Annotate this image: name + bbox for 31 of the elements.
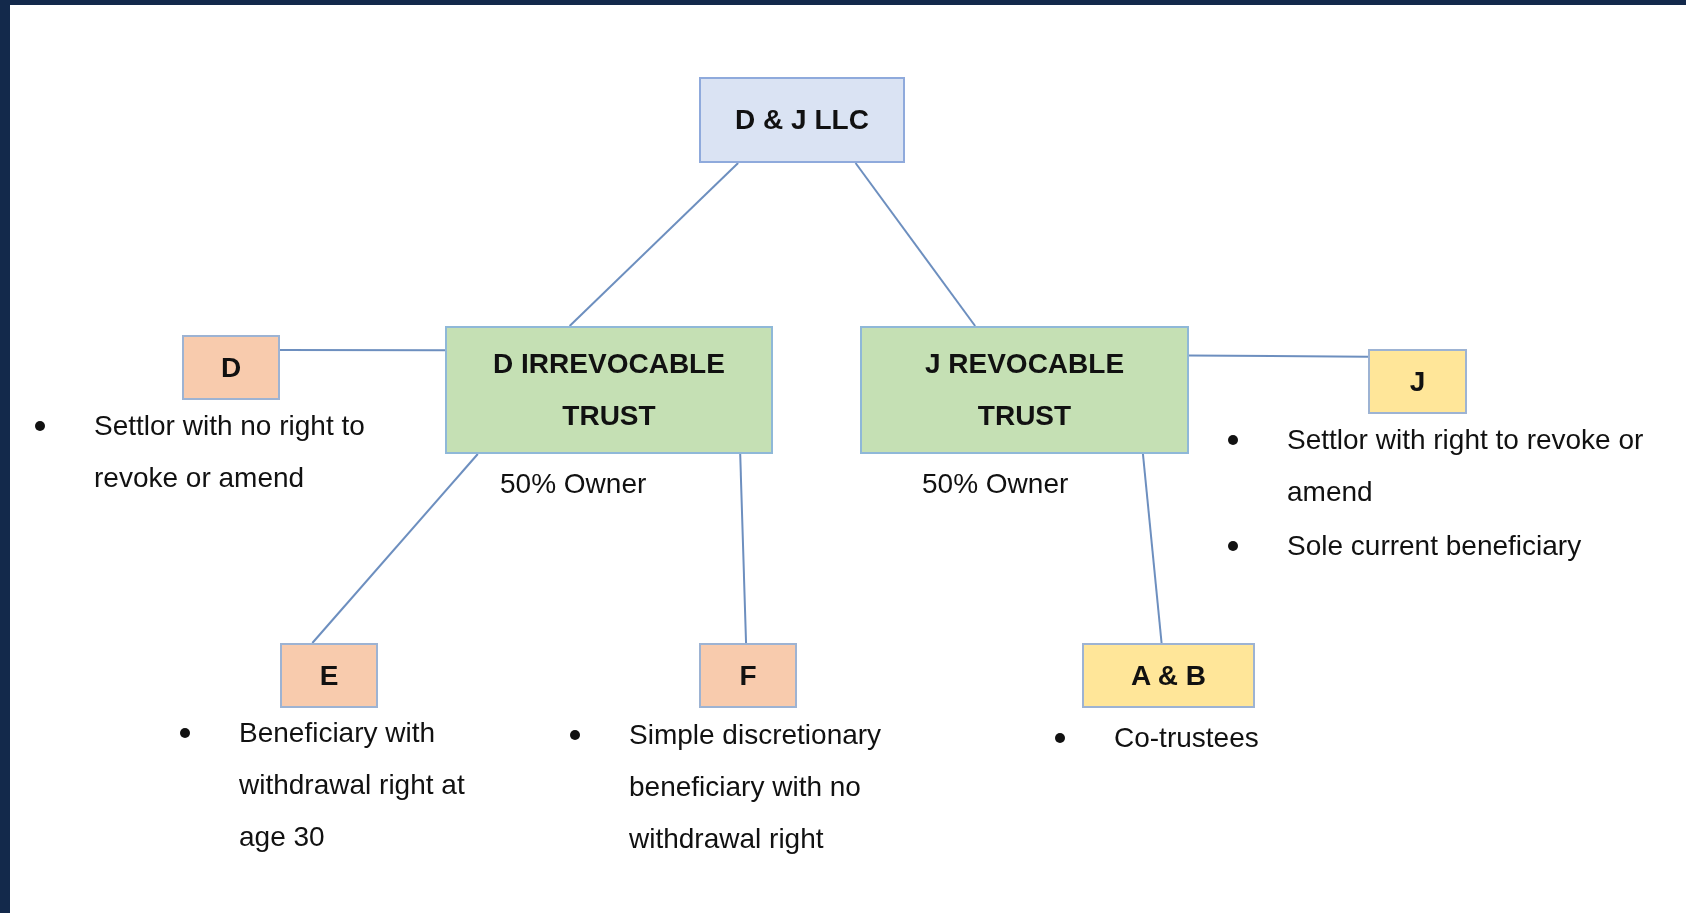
- entity-name: A & B: [1130, 658, 1207, 693]
- ownership-note: 50% Owner: [500, 467, 648, 501]
- entity-box: [182, 335, 280, 400]
- connector-line: [311, 453, 479, 644]
- entity-box: [445, 326, 773, 454]
- connector-line: [1188, 354, 1369, 358]
- entity-name: J REVOCABLE TRUST: [923, 347, 1126, 433]
- bullet-text: Simple discretionary beneficiary with no withdrawal right: [629, 718, 883, 856]
- entity-box: [1082, 643, 1255, 708]
- connector-line: [279, 348, 446, 352]
- entity-name: F: [739, 658, 757, 693]
- entity-name: D & J LLC: [735, 103, 869, 137]
- entity-box: [280, 643, 378, 708]
- connector-line: [854, 162, 977, 327]
- bullet-text: Co-trustees: [1114, 721, 1260, 755]
- bullet-text: Sole current beneficiary: [1287, 529, 1583, 563]
- entity-box: [860, 326, 1189, 454]
- entity-box: [699, 77, 905, 163]
- entity-name: D: [220, 350, 242, 385]
- connector-line: [1141, 453, 1163, 644]
- entity-name: D IRREVOCABLE TRUST: [492, 347, 726, 433]
- bullet-text: Beneficiary with withdrawal right at age 30: [239, 716, 466, 854]
- connector-line: [739, 453, 748, 644]
- ownership-note: 50% Owner: [922, 467, 1070, 501]
- entity-name: E: [319, 658, 339, 693]
- entity-box: [1368, 349, 1467, 414]
- entity-name: J: [1409, 364, 1426, 399]
- bullet-text: Settlor with right to revoke or amend: [1287, 423, 1645, 509]
- bullet-text: Settlor with no right to revoke or amend: [94, 409, 366, 495]
- entity-box: [699, 643, 797, 708]
- connector-line: [568, 162, 740, 327]
